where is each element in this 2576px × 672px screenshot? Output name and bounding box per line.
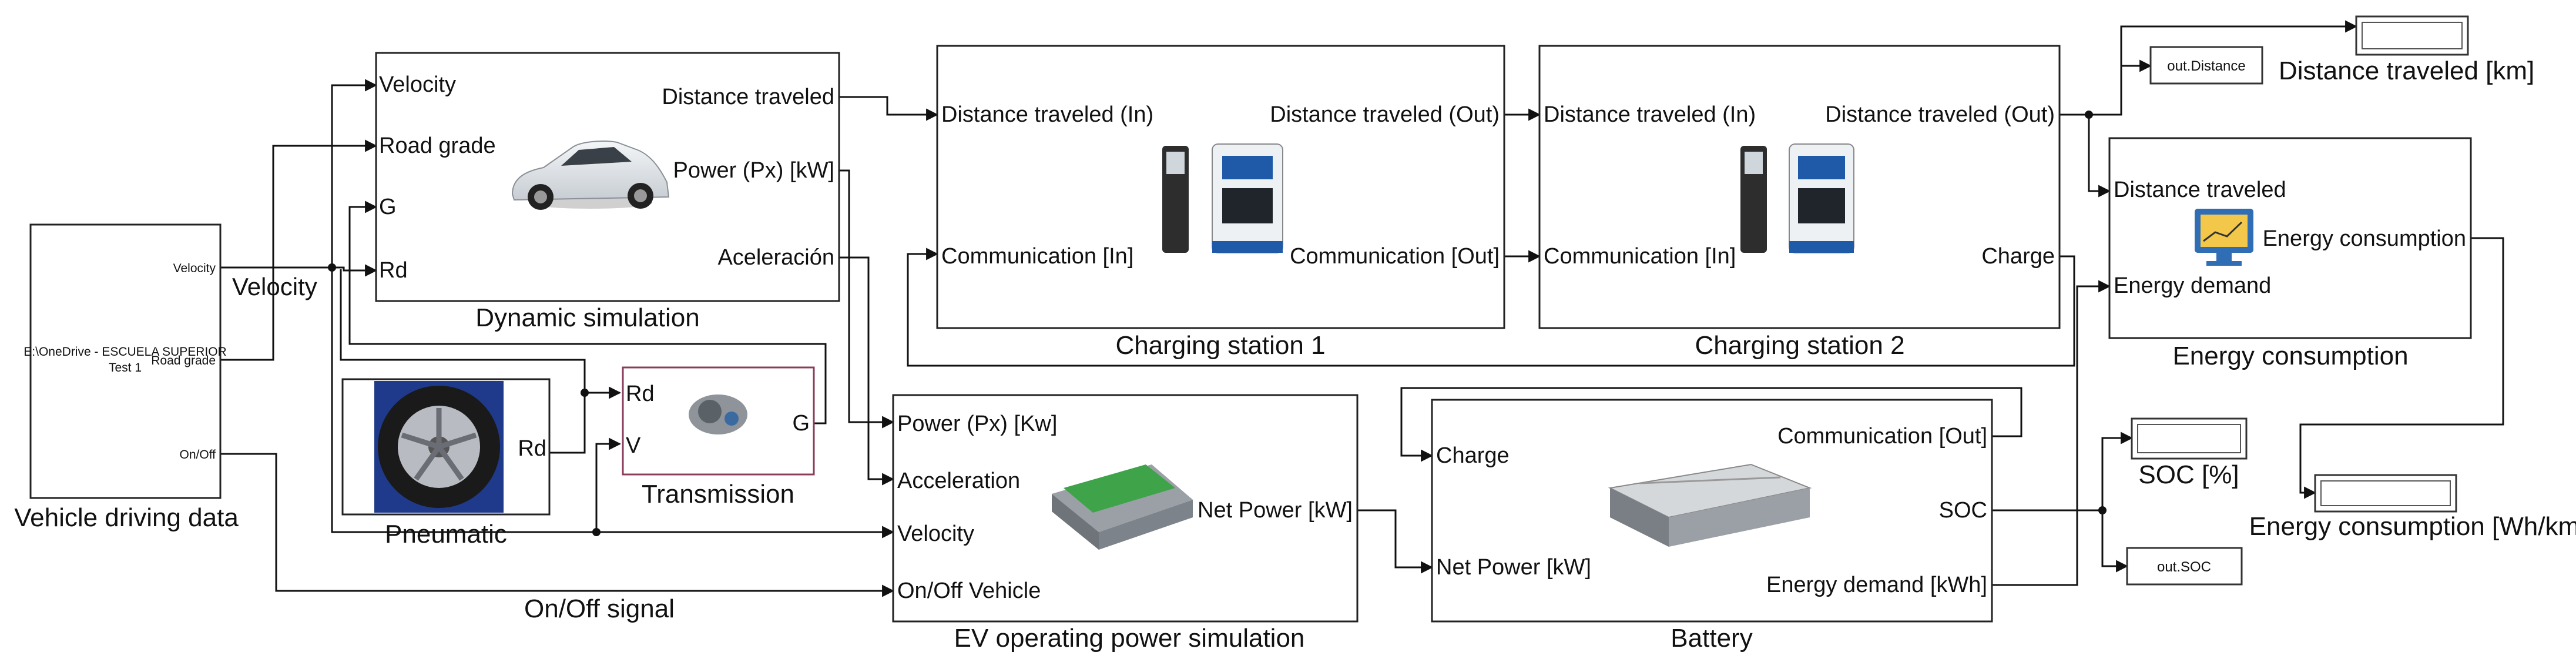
energy-display[interactable] [2314,474,2457,513]
file-path-line1: E:\OneDrive - ESCUELA SUPERIOR [24,345,226,359]
vehicle-driving-data-block[interactable]: E:\OneDrive - ESCUELA SUPERIOR Test 1 Ve… [14,223,239,532]
port-in-road-grade: Road grade [379,133,496,158]
port-out-distance: Distance traveled (Out) [1825,102,2055,127]
distance-to-workspace[interactable]: out.Distance [2149,46,2263,85]
port-in-distance: Distance traveled [2114,178,2286,202]
charging-station-1-block[interactable]: Distance traveled (In) Distance traveled… [936,45,1505,360]
port-in-g: G [379,195,397,219]
port-velocity: Velocity [173,262,216,275]
port-in-velocity: Velocity [897,521,974,546]
port-out-power: Power (Px) [kW] [673,158,834,183]
port-in-rd: Rd [379,258,408,283]
port-in-charge: Charge [1436,443,1510,468]
port-out-rd: Rd [518,436,546,461]
gearbox-icon [689,394,747,434]
port-out-g: G [792,411,810,436]
port-in-energy-demand: Energy demand [2114,273,2271,298]
port-in-rd: Rd [626,382,655,406]
port-out-distance: Distance traveled (Out) [1270,102,1500,127]
port-in-acceleration: Acceleration [897,469,1020,493]
battery-pack-icon [1608,463,1812,547]
pneumatic-block[interactable]: Rd Pneumatic [341,378,551,549]
port-in-comm: Communication [In] [1544,244,1736,269]
onoff-signal-label: On/Off signal [524,594,675,623]
monitor-chart-icon [2195,209,2253,266]
port-out-comm: Communication [Out] [1777,424,1987,449]
electric-car-icon [511,141,670,210]
port-out-soc: SOC [1939,498,1987,523]
distance-ws-label: out.Distance [2167,58,2245,74]
dynamic-caption: Dynamic simulation [475,303,699,332]
battery-block[interactable]: Charge Net Power [kW] Communication [Out… [1431,399,1993,653]
port-out-distance: Distance traveled [662,85,834,109]
charging-station-2-block[interactable]: Distance traveled (In) Distance traveled… [1538,45,2061,360]
port-in-net-power: Net Power [kW] [1436,555,1591,580]
file-path-line2: Test 1 [109,361,142,375]
energy-consumption-block[interactable]: Distance traveled Energy demand Energy c… [2108,137,2472,370]
charger-icon [1740,143,1854,253]
station2-caption: Charging station 2 [1695,331,1904,360]
dynamic-simulation-block[interactable]: Velocity Road grade G Rd Distance travel… [375,52,840,332]
distance-display-label: Distance traveled [km] [2279,56,2534,85]
signal-wires [220,59,2504,597]
port-onoff: On/Off [180,448,216,462]
port-in-power: Power (Px) [Kw] [897,412,1057,436]
velocity-wire-label: Velocity [232,273,317,300]
port-in-distance: Distance traveled (In) [1544,102,1756,127]
port-in-distance: Distance traveled (In) [941,102,1153,127]
port-out-energy-demand: Energy demand [kWh] [1766,573,1987,597]
soc-to-workspace[interactable]: out.SOC [2126,547,2243,586]
port-in-onoff: On/Off Vehicle [897,579,1041,603]
ev-power-caption: EV operating power simulation [954,624,1305,653]
station1-caption: Charging station 1 [1115,331,1325,360]
distance-display[interactable] [2355,15,2469,56]
port-in-velocity: Velocity [379,72,456,97]
energy-caption: Energy consumption [2172,342,2408,370]
transmission-caption: Transmission [642,480,794,509]
battery-caption: Battery [1671,624,1752,653]
port-out-energy-consumption: Energy consumption [2263,226,2466,251]
ev-power-block[interactable]: Power (Px) [Kw] Acceleration Velocity On… [892,394,1359,653]
charger-icon [1162,143,1283,253]
port-out-net-power: Net Power [kW] [1198,498,1353,523]
transmission-block[interactable]: Rd V G Transmission [622,366,815,509]
port-in-v: V [626,433,641,458]
soc-ws-label: out.SOC [2157,559,2211,575]
tire-icon [374,381,504,513]
port-out-comm: Communication [Out] [1290,244,1500,269]
soc-display-label: SOC [%] [2138,460,2239,489]
energy-display-label: Energy consumption [Wh/km] [2249,512,2576,541]
port-road-grade: Road grade [151,354,216,367]
power-electronics-icon [1052,464,1193,550]
pneumatic-caption: Pneumatic [385,520,507,549]
vehicle-data-caption: Vehicle driving data [14,503,239,532]
soc-display[interactable] [2131,417,2248,460]
port-out-acceleration: Aceleración [717,245,834,270]
port-out-charge: Charge [1981,244,2055,269]
port-in-comm: Communication [In] [941,244,1133,269]
